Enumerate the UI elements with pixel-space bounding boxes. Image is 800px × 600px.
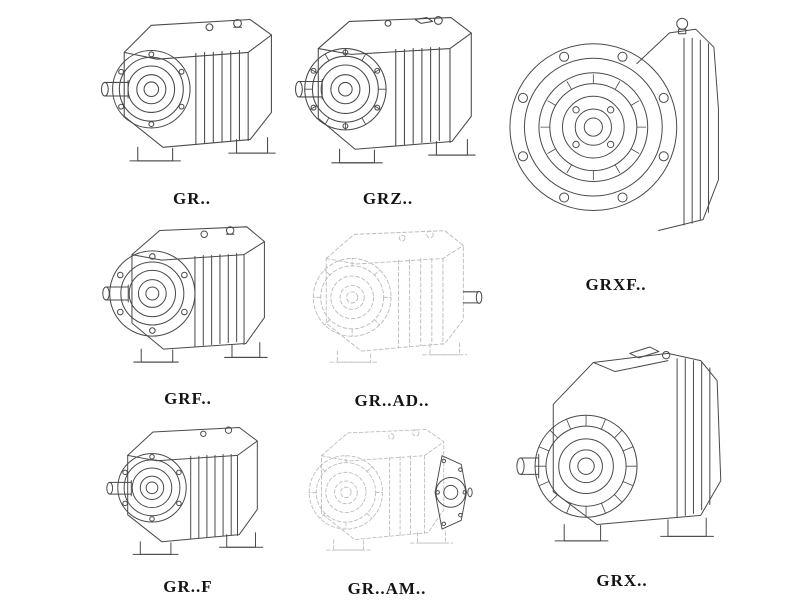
figure-gr-f: GR..F bbox=[92, 414, 284, 598]
figure-label-gr: GR.. bbox=[173, 189, 211, 208]
gr-f-gearbox-drawing bbox=[106, 426, 264, 555]
grf-gearbox-drawing bbox=[102, 226, 268, 363]
figure-grz: GRZ.. bbox=[288, 4, 488, 210]
gr-gearbox-drawing bbox=[100, 18, 276, 162]
gram-gearbox-drawing bbox=[308, 429, 473, 551]
figure-grf: GRF.. bbox=[86, 212, 290, 410]
figure-label-grf: GRF.. bbox=[164, 389, 212, 408]
figure-grad: GR..AD.. bbox=[288, 214, 496, 412]
figure-label-gram: GR..AM.. bbox=[347, 579, 427, 598]
figure-label-grz: GRZ.. bbox=[362, 189, 414, 208]
figure-grxf: GRXF.. bbox=[492, 2, 740, 296]
grxf-gearbox-drawing bbox=[509, 17, 719, 231]
figure-gram: GR..AM.. bbox=[284, 412, 490, 600]
grad-gearbox-drawing bbox=[312, 230, 483, 363]
grz-gearbox-drawing bbox=[294, 16, 476, 164]
figure-label-grx: GRX.. bbox=[596, 571, 648, 590]
figure-label-gr-f: GR..F bbox=[163, 577, 213, 596]
figure-label-grad: GR..AD.. bbox=[354, 391, 430, 410]
figure-label-grxf: GRXF.. bbox=[585, 275, 647, 294]
grx-gearbox-drawing bbox=[516, 346, 722, 542]
figure-grx: GRX.. bbox=[494, 306, 750, 592]
figure-gr: GR.. bbox=[92, 4, 292, 210]
